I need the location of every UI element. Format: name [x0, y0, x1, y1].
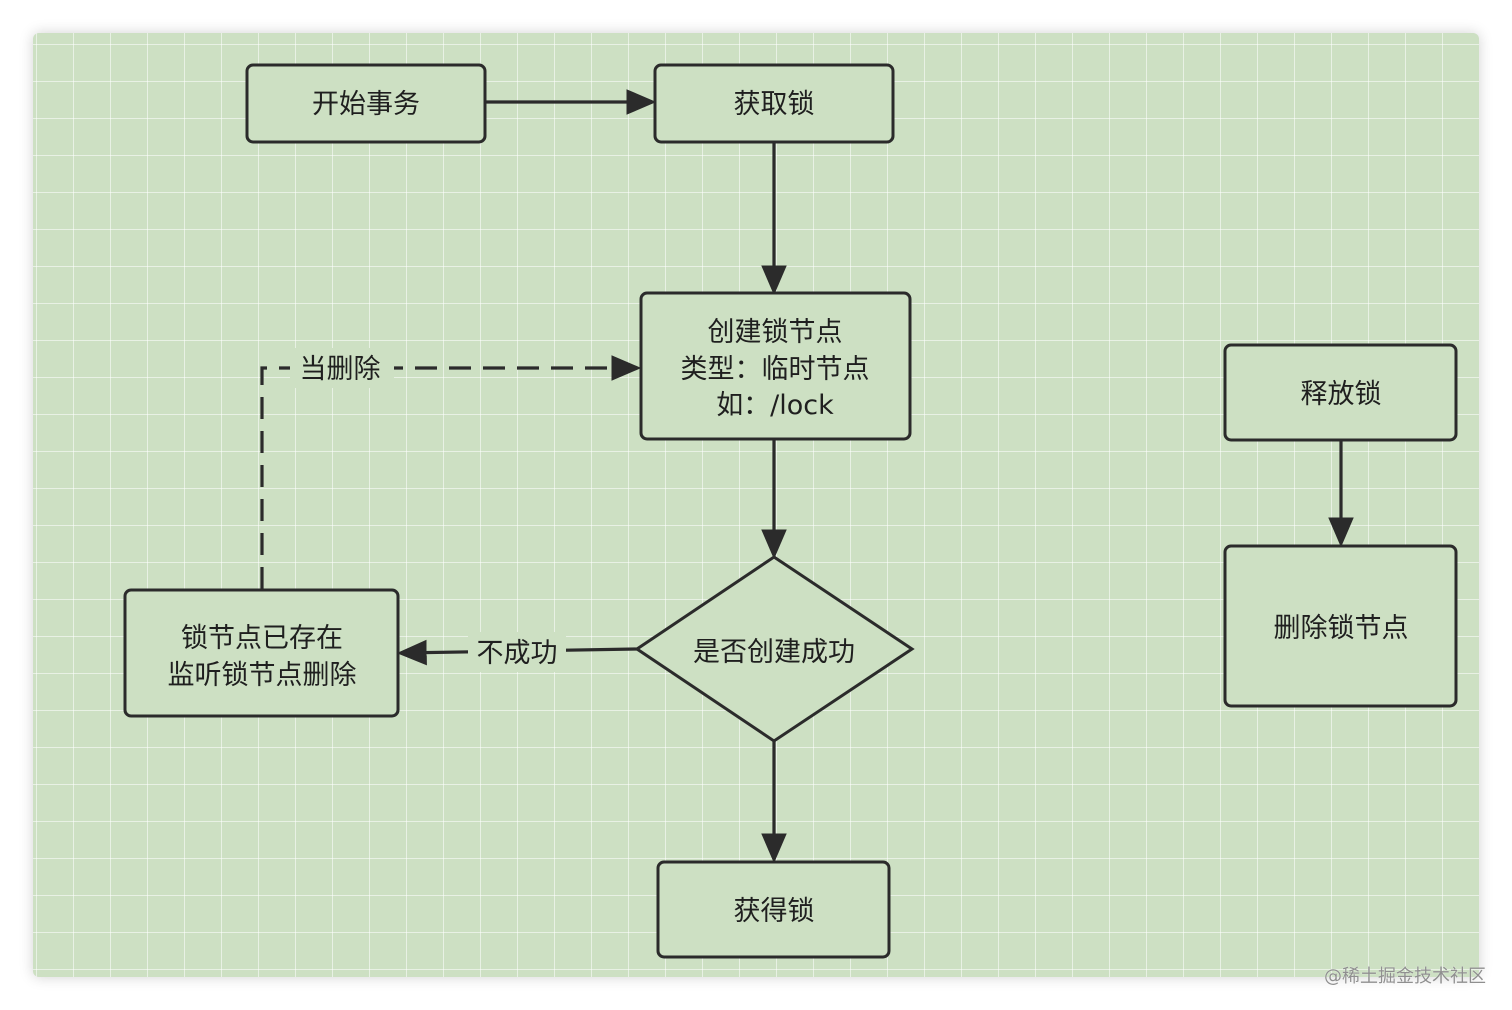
node-create-lock-node-line-3: 如：/lock [716, 390, 834, 421]
node-delete-lock-node-label: 删除锁节点 [1274, 613, 1409, 644]
watermark: @稀土掘金技术社区 [1324, 966, 1486, 987]
node-acquire-lock: 获取锁 [653, 63, 895, 144]
node-lock-exists-line-2: 监听锁节点删除 [168, 660, 357, 691]
node-lock-exists: 锁节点已存在 监听锁节点删除 [123, 588, 400, 718]
node-start-transaction-label: 开始事务 [312, 89, 420, 120]
edge-on-delete [260, 355, 642, 589]
node-created-successfully: 是否创建成功 [634, 555, 915, 743]
node-acquire-lock-label: 获取锁 [734, 89, 815, 120]
not-success-label: 不成功 [477, 638, 558, 669]
on-delete-label: 当删除 [300, 354, 381, 385]
node-lock-obtained: 获得锁 [656, 860, 891, 959]
node-create-lock-node-line-2: 类型：临时节点 [681, 354, 870, 385]
node-lock-obtained-label: 获得锁 [734, 896, 815, 927]
node-create-lock-node-line-1: 创建锁节点 [708, 317, 843, 348]
node-release-lock-label: 释放锁 [1301, 379, 1382, 410]
diagram-canvas [33, 33, 1479, 977]
on-delete-label-bg [290, 348, 394, 388]
node-start-transaction: 开始事务 [245, 63, 487, 144]
node-lock-exists-line-1: 锁节点已存在 [181, 623, 343, 654]
not-success-label-bg [468, 632, 566, 672]
node-delete-lock-node: 删除锁节点 [1223, 544, 1458, 708]
node-created-successfully-label: 是否创建成功 [693, 637, 855, 668]
node-create-lock-node: 创建锁节点 类型：临时节点 如：/lock [639, 291, 912, 441]
node-release-lock: 释放锁 [1223, 343, 1458, 442]
